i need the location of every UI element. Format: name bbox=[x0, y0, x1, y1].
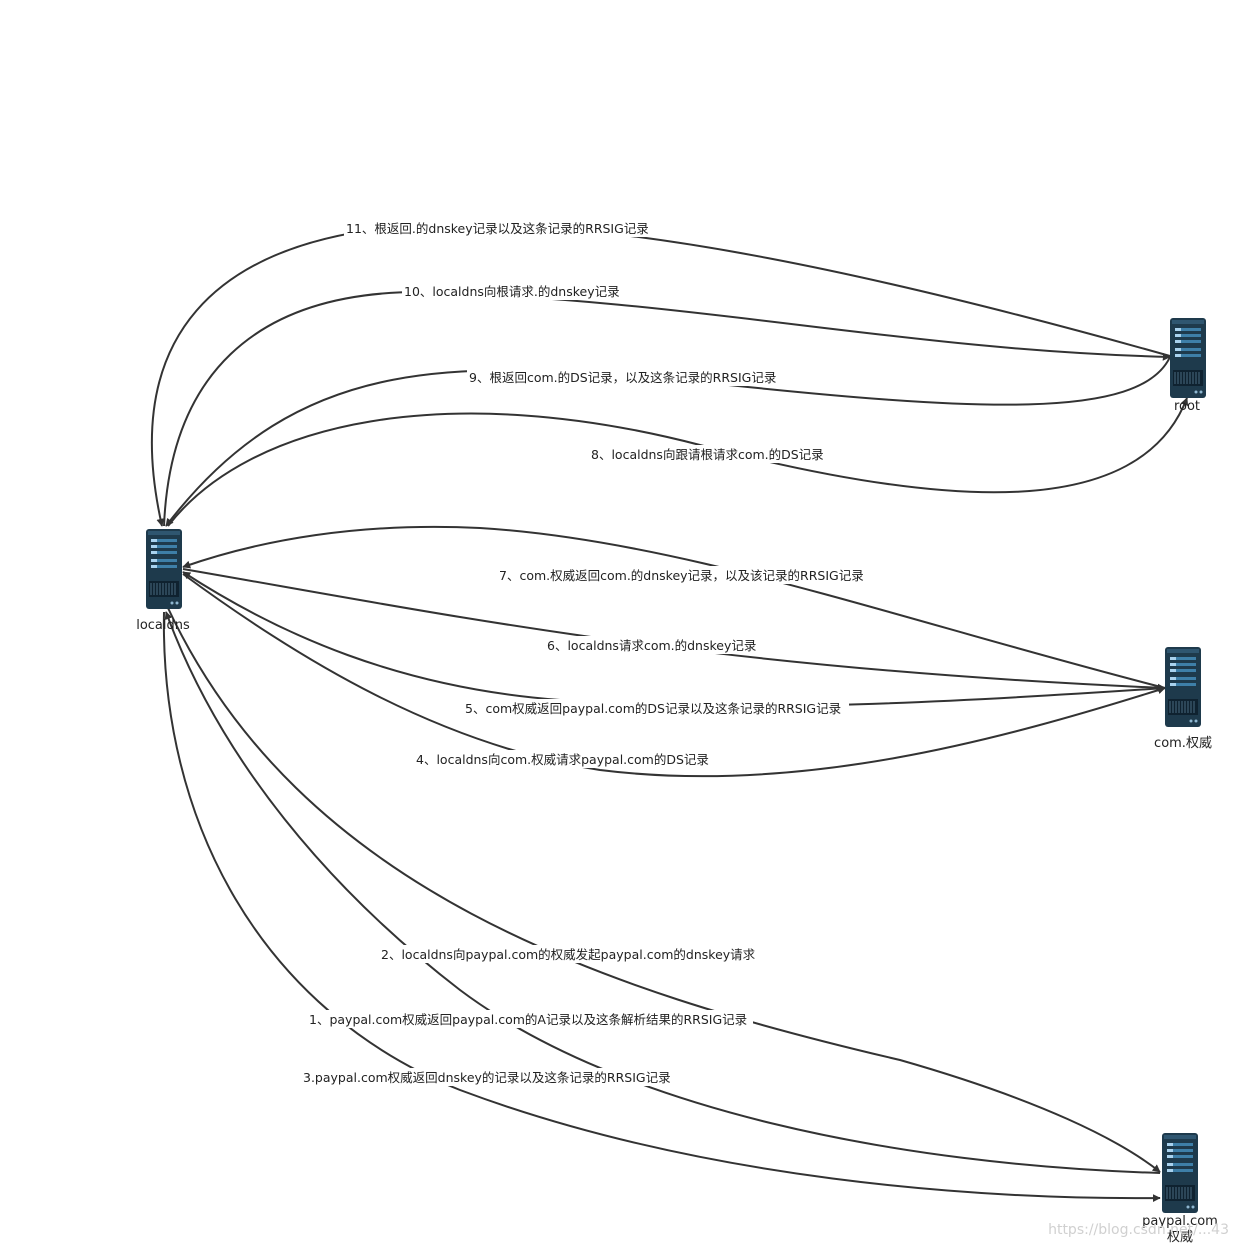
watermark: https://blog.csdn.net/...43 bbox=[1048, 1222, 1229, 1238]
node-label-paypal: paypal.com bbox=[1142, 1214, 1218, 1229]
edge-label-6: 6、localdns请求com.的dnskey记录 bbox=[547, 638, 756, 653]
node-label-paypal-line2: 权威 bbox=[1167, 1229, 1193, 1244]
server-icon bbox=[145, 528, 183, 610]
edge-label-10: 10、localdns向根请求.的dnskey记录 bbox=[404, 284, 620, 299]
edge-3 bbox=[162, 611, 1161, 1203]
node-paypal-authority: paypal.com 权威 bbox=[1142, 1132, 1218, 1244]
server-icon bbox=[1164, 646, 1202, 728]
node-label-root: root bbox=[1174, 399, 1200, 414]
edge-7 bbox=[182, 525, 1166, 689]
edge-label-7: 7、com.权威返回com.的dnskey记录，以及该记录的RRSIG记录 bbox=[499, 568, 864, 583]
node-localdns: localdns bbox=[136, 528, 190, 633]
server-icon bbox=[1169, 317, 1207, 399]
edge-label-5: 5、com权威返回paypal.com的DS记录以及这条记录的RRSIG记录 bbox=[465, 701, 841, 716]
node-label-localdns: localdns bbox=[136, 618, 190, 633]
edge-label-4: 4、localdns向com.权威请求paypal.com的DS记录 bbox=[416, 752, 709, 767]
node-label-com: com.权威 bbox=[1154, 735, 1212, 751]
edge-label-3: 3.paypal.com权威返回dnskey的记录以及这条记录的RRSIG记录 bbox=[303, 1070, 671, 1085]
edge-labels: 11、根返回.的dnskey记录以及这条记录的RRSIG记录 10、locald… bbox=[301, 219, 873, 1086]
edge-label-11: 11、根返回.的dnskey记录以及这条记录的RRSIG记录 bbox=[346, 221, 649, 236]
edge-1 bbox=[164, 611, 1161, 1174]
server-icon bbox=[1161, 1132, 1199, 1214]
edge-2 bbox=[167, 607, 1161, 1173]
node-root: root bbox=[1169, 317, 1207, 414]
edge-label-2: 2、localdns向paypal.com的权威发起paypal.com的dns… bbox=[381, 947, 756, 962]
node-com-authority: com.权威 bbox=[1154, 646, 1212, 751]
edge-label-1: 1、paypal.com权威返回paypal.com的A记录以及这条解析结果的R… bbox=[309, 1012, 747, 1027]
edge-4 bbox=[182, 573, 1166, 778]
edge-label-8: 8、localdns向跟请根请求com.的DS记录 bbox=[591, 447, 824, 462]
edge-label-9: 9、根返回com.的DS记录，以及这条记录的RRSIG记录 bbox=[469, 370, 776, 385]
